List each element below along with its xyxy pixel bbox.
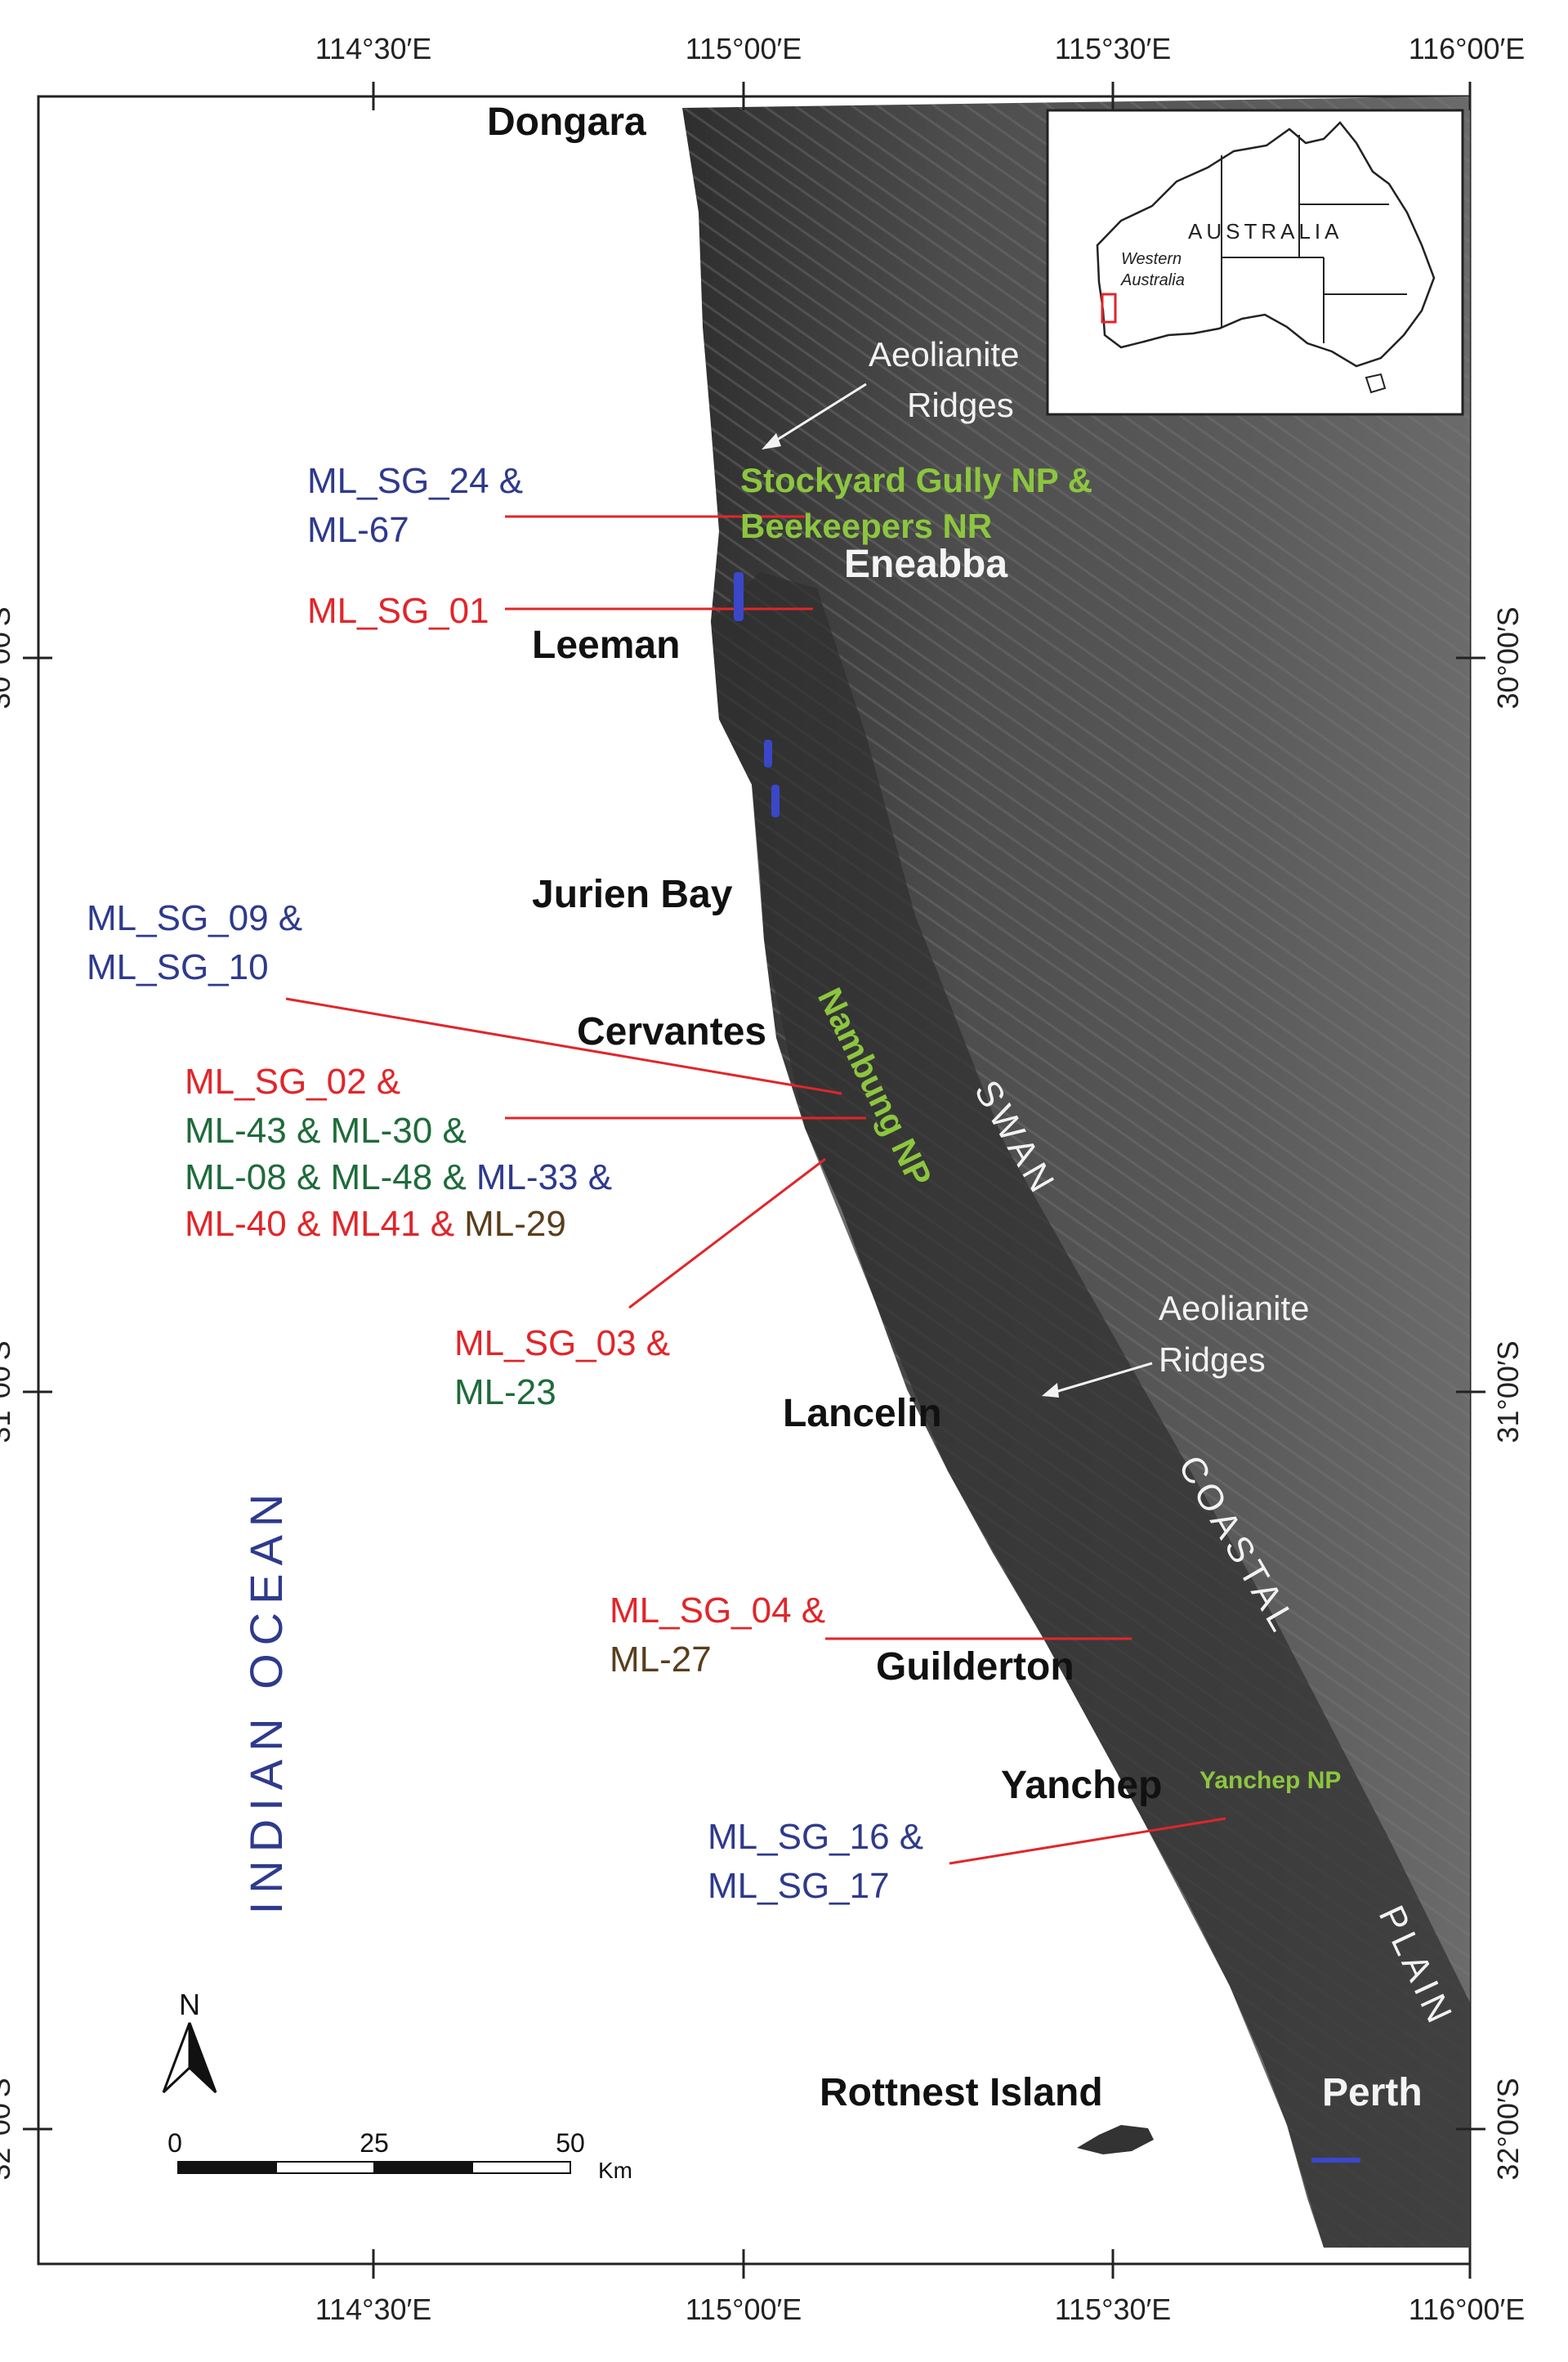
town-lancelin: Lancelin bbox=[783, 1392, 942, 1435]
lat-label-right: 31°00′S bbox=[1491, 1340, 1525, 1443]
aeolianite-text: Ridges bbox=[1159, 1340, 1266, 1379]
town-perth: Perth bbox=[1322, 2071, 1423, 2114]
town-jurien-bay: Jurien Bay bbox=[532, 873, 733, 916]
town-rottnest: Rottnest Island bbox=[820, 2071, 1103, 2114]
coastal-plain-band bbox=[711, 572, 1470, 2248]
sample-label-line: ML-08 & ML-48 &ML-33 & bbox=[185, 1157, 612, 1197]
town-cervantes: Cervantes bbox=[577, 1010, 766, 1054]
town-labels: Dongara Eneabba Leeman Jurien Bay Cervan… bbox=[487, 101, 1423, 2114]
ocean-label: INDIAN OCEAN bbox=[240, 1486, 292, 1915]
left-latitude-labels: 30°00′S 31°00′S 32°00′S bbox=[0, 606, 16, 2180]
aeolianite-text: Aeolianite bbox=[869, 335, 1019, 374]
inset-state-label: Australia bbox=[1120, 271, 1185, 289]
sample-label: ML_SG_04 & bbox=[610, 1590, 825, 1631]
sample-leader-lines bbox=[285, 515, 1226, 1865]
sample-label: ML-29 bbox=[464, 1204, 566, 1244]
lat-label-right: 30°00′S bbox=[1491, 606, 1525, 709]
lat-label-left: 31°00′S bbox=[0, 1340, 16, 1443]
lon-label-top: 115°30′E bbox=[1055, 32, 1172, 65]
town-yanchep: Yanchep bbox=[1001, 1764, 1162, 1807]
sample-label: ML-43 & ML-30 & bbox=[185, 1111, 467, 1151]
park-stockyard-2: Beekeepers NR bbox=[740, 507, 992, 545]
lat-label-left: 32°00′S bbox=[0, 2078, 16, 2180]
tasmania-outline bbox=[1365, 373, 1387, 394]
lon-label-top: 115°00′E bbox=[686, 32, 802, 65]
state-borders bbox=[1221, 135, 1407, 343]
sample-label: ML_SG_16 & bbox=[708, 1817, 923, 1857]
town-eneabba: Eneabba bbox=[844, 543, 1007, 586]
scale-tick-label: 0 bbox=[168, 2128, 182, 2158]
sample-label: ML-08 & ML-48 & bbox=[185, 1157, 467, 1197]
arrowhead-icon bbox=[762, 433, 781, 450]
scale-bar: 0 25 50 Km bbox=[168, 2128, 632, 2183]
town-guilderton: Guilderton bbox=[876, 1645, 1074, 1689]
rottnest-island-shape bbox=[1077, 2125, 1154, 2154]
scale-unit-label: Km bbox=[598, 2158, 632, 2183]
aeolianite-text: Aeolianite bbox=[1159, 1289, 1309, 1327]
scale-tick-label: 25 bbox=[360, 2128, 389, 2158]
aeolianite-arrow-south bbox=[1049, 1362, 1153, 1395]
lon-label-bottom: 114°30′E bbox=[315, 2293, 432, 2326]
bottom-longitude-labels: 114°30′E 115°00′E 115°30′E 116°00′E bbox=[315, 2293, 1526, 2326]
sample-label: ML_SG_03 & bbox=[454, 1323, 670, 1363]
sample-site-markers bbox=[734, 572, 1360, 2163]
sample-label: ML-67 bbox=[307, 510, 409, 550]
aeolianite-text: Ridges bbox=[907, 386, 1014, 424]
sample-label: ML_SG_02 & bbox=[185, 1062, 400, 1102]
lon-label-bottom: 116°00′E bbox=[1409, 2293, 1526, 2326]
inset-country-label: AUSTRALIA bbox=[1188, 219, 1343, 244]
sample-label: ML-23 bbox=[454, 1372, 556, 1412]
australia-outline bbox=[1096, 121, 1436, 368]
aeolianite-label-south: Aeolianite Ridges bbox=[1159, 1289, 1309, 1379]
aeolianite-arrow-north bbox=[767, 382, 867, 447]
park-stockyard-1: Stockyard Gully NP & bbox=[740, 461, 1092, 499]
lon-label-bottom: 115°30′E bbox=[1055, 2293, 1172, 2326]
lon-label-bottom: 115°00′E bbox=[686, 2293, 802, 2326]
inset-map: AUSTRALIA Western Australia bbox=[1046, 109, 1464, 416]
town-dongara: Dongara bbox=[487, 101, 646, 144]
scale-tick-label: 50 bbox=[556, 2128, 585, 2158]
town-leeman: Leeman bbox=[532, 624, 680, 667]
lat-label-right: 32°00′S bbox=[1491, 2078, 1525, 2180]
study-area-box bbox=[1101, 293, 1117, 324]
sample-label-line: ML-40 & ML41 &ML-29 bbox=[185, 1204, 566, 1244]
right-latitude-labels: 30°00′S 31°00′S 32°00′S bbox=[1491, 606, 1525, 2180]
north-label: N bbox=[179, 1988, 200, 2021]
arrowhead-icon bbox=[1042, 1383, 1059, 1398]
inset-state-label: Western bbox=[1121, 250, 1182, 268]
sample-label: ML-27 bbox=[610, 1640, 712, 1680]
north-arrow-icon bbox=[188, 2022, 217, 2094]
sample-labels: ML_SG_24 & ML-67 ML_SG_01 ML_SG_09 & ML_… bbox=[87, 461, 923, 1906]
lat-label-left: 30°00′S bbox=[0, 606, 16, 709]
aeolianite-label-north: Aeolianite Ridges bbox=[869, 335, 1019, 424]
sample-label: ML-33 & bbox=[476, 1157, 612, 1197]
sample-label: ML_SG_01 bbox=[307, 591, 489, 631]
frame-ticks bbox=[23, 82, 1485, 2279]
sample-label: ML-40 & ML41 & bbox=[185, 1204, 454, 1244]
sample-label: ML_SG_17 bbox=[708, 1866, 890, 1906]
sample-label: ML_SG_10 bbox=[87, 947, 269, 987]
lon-label-top: 116°00′E bbox=[1409, 32, 1526, 65]
north-arrow: N bbox=[162, 1988, 217, 2094]
top-longitude-labels: 114°30′E 115°00′E 115°30′E 116°00′E bbox=[315, 32, 1526, 65]
lon-label-top: 114°30′E bbox=[315, 32, 432, 65]
park-yanchep: Yanchep NP bbox=[1199, 1767, 1341, 1794]
sample-label: ML_SG_09 & bbox=[87, 898, 302, 938]
sample-label: ML_SG_24 & bbox=[307, 461, 523, 501]
